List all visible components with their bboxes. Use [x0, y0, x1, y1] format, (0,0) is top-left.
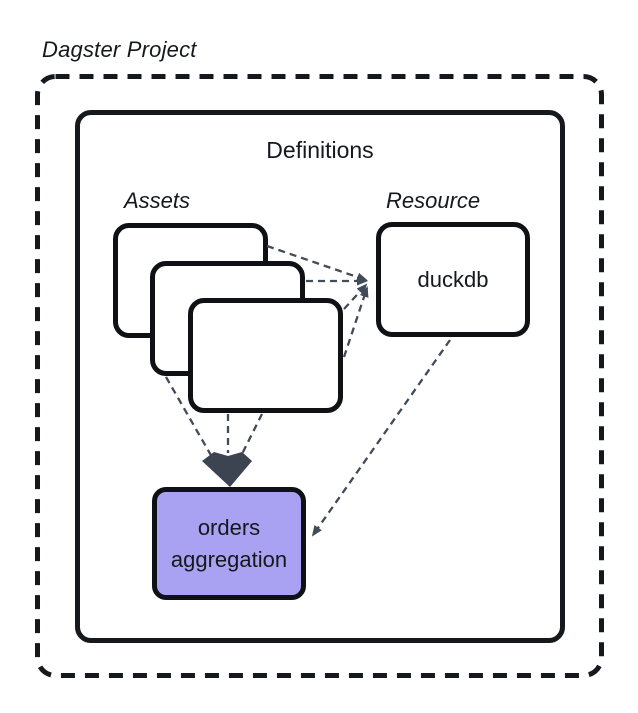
duckdb-node: duckdb: [376, 222, 530, 337]
assets-label: Assets: [124, 188, 191, 213]
orders-aggregation-label: orders aggregation: [170, 514, 288, 572]
duckdb-label: duckdb: [417, 266, 489, 292]
resource-label: Resource: [386, 188, 481, 213]
diagram-title: Dagster Project: [42, 37, 197, 62]
orders-aggregation-node: orders aggregation: [152, 487, 306, 600]
asset-card-3: [188, 298, 343, 413]
definitions-label: Definitions: [266, 137, 374, 163]
